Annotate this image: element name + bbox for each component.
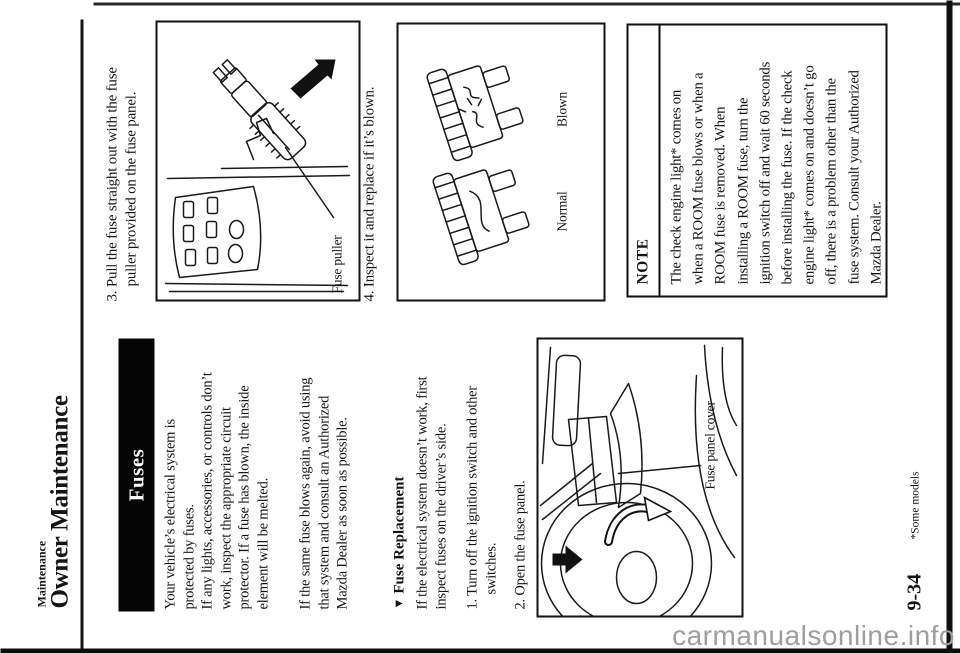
paragraph-fuses-3: If the same fuse blows again, avoid usin… [297,377,351,609]
step-3: 3. Pull the fuse straight out with the f… [104,66,139,301]
normal-fuse-drawing [431,168,530,265]
paragraph-replacement-intro: If the electrical system doesn’t work, f… [414,376,449,609]
step-1: 1. Turn off the ignition switch and othe… [464,385,499,609]
step-4: 4. Inspect it and replace if it’s blown. [361,86,377,301]
paragraph-fuses-2: If any lights, accessories, or controls … [199,371,271,609]
fuse-replacement-heading: ▼ Fuse Replacement [391,476,408,609]
blown-fuse-label: Blown [554,91,569,127]
blown-fuse-drawing [425,64,524,161]
press-point-arrow-icon [552,545,582,573]
footnote-some-models: *Some models [909,470,921,539]
note-title: NOTE [628,25,660,295]
page-number: 9-34 [903,573,925,610]
page-right-edge-line [93,2,960,5]
site-watermark: carmanualsonline.info [672,620,955,651]
fuse-panel-cover-drawing [539,344,737,615]
triangle-marker-icon: ▼ [391,597,405,609]
fuse-condition-drawing [425,64,530,265]
fuse-puller-label: Fuse puller [329,234,344,293]
figure-fuse-condition: Normal Blown [396,22,605,301]
page-title: Owner Maintenance [46,394,73,608]
fuses-section-banner: Fuses [118,338,154,611]
fuse-panel-cover-label: Fuse panel cover [702,400,717,489]
step-2: 2. Open the fuse panel. [512,479,528,609]
pull-direction-arrow-icon [290,59,335,98]
page-bottom-edge-line [946,0,952,653]
figure-fuse-panel-cover: Fuse panel cover [536,337,743,617]
header-divider-rule [80,19,83,649]
figure-fuse-puller: Fuse puller [155,20,360,301]
normal-fuse-label: Normal [554,190,569,232]
fuse-replacement-heading-text: Fuse Replacement [391,476,407,594]
fuse-puller-drawing [164,58,350,292]
